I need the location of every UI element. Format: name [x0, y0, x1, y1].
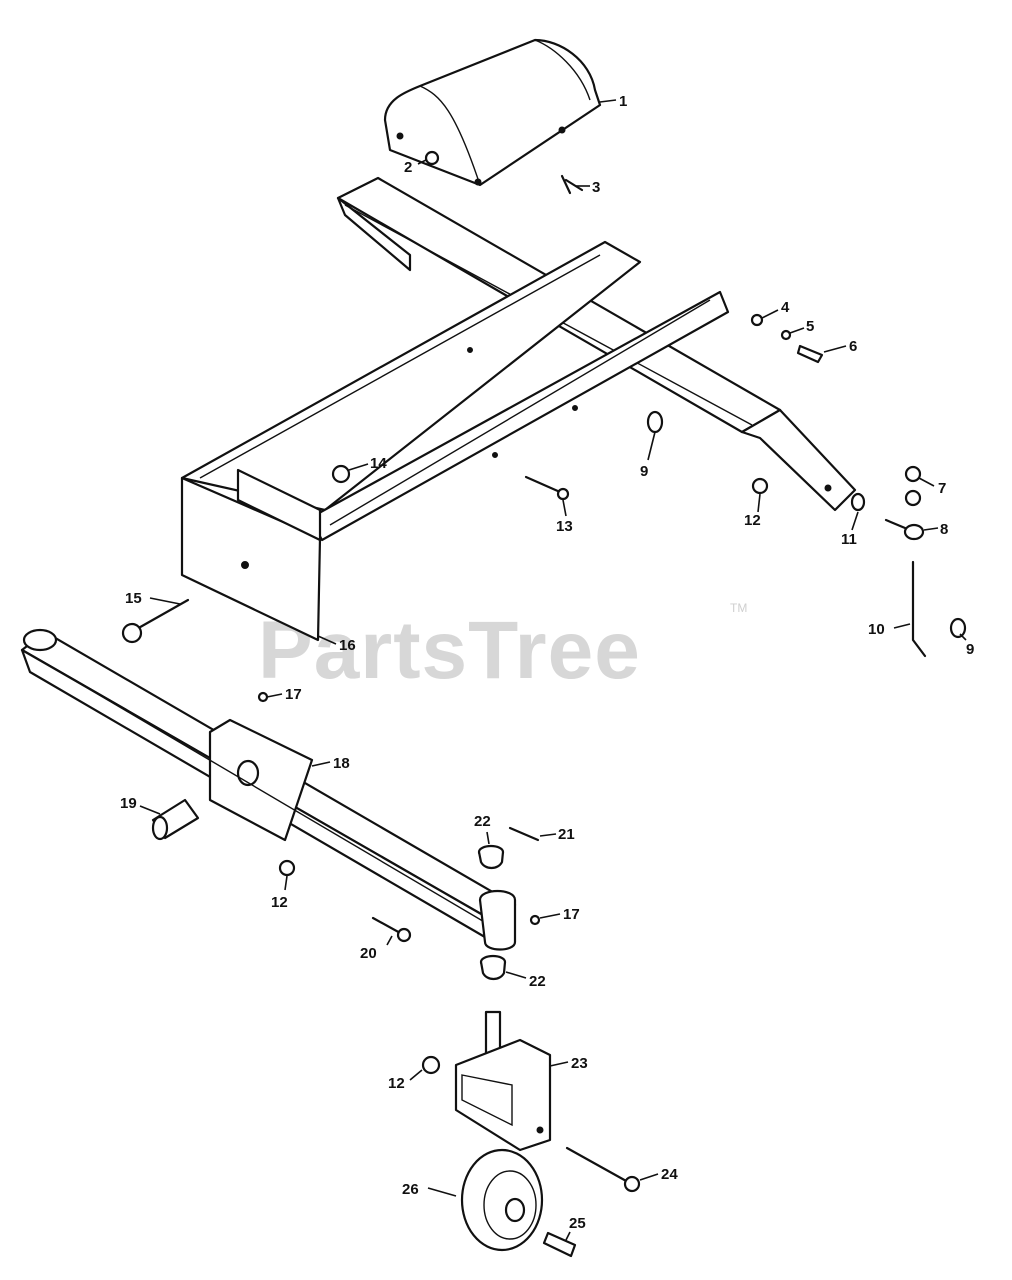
callout-19: 19: [120, 795, 137, 812]
callout-11: 11: [841, 531, 857, 548]
part-washer-5[interactable]: [780, 329, 792, 341]
part-cover[interactable]: [383, 38, 602, 187]
callout-7: 7: [938, 480, 946, 497]
callout-17a: 17: [285, 686, 302, 703]
callout-25: 25: [569, 1215, 586, 1232]
callout-22a: 22: [474, 813, 491, 830]
part-nut-4[interactable]: [750, 313, 764, 327]
callout-17b: 17: [563, 906, 580, 923]
callout-12b: 12: [271, 894, 288, 911]
part-pin-9b[interactable]: [949, 617, 967, 639]
callout-9b: 9: [966, 641, 974, 658]
part-eyebolt-8[interactable]: [884, 518, 925, 541]
callout-16: 16: [339, 637, 356, 654]
watermark-tm: TM: [730, 601, 747, 615]
callout-22b: 22: [529, 973, 546, 990]
leader-lines: [139, 99, 967, 1241]
part-bolt-24[interactable]: [565, 1146, 641, 1193]
callout-8: 8: [940, 521, 948, 538]
part-fitting-17a[interactable]: [257, 691, 269, 703]
part-fitting-17b[interactable]: [529, 914, 541, 926]
part-bearing-22b[interactable]: [479, 954, 507, 981]
callout-12c: 12: [388, 1075, 405, 1092]
part-nut-12b[interactable]: [278, 859, 296, 877]
part-bolt-6[interactable]: [796, 344, 824, 364]
part-axle-beam[interactable]: [20, 628, 517, 951]
part-rod-10[interactable]: [911, 560, 927, 658]
part-bolt-13[interactable]: [524, 475, 570, 501]
callout-24: 24: [661, 1166, 678, 1183]
callout-23: 23: [571, 1055, 588, 1072]
part-nut-2[interactable]: [424, 150, 440, 166]
callout-3: 3: [592, 179, 600, 196]
part-wheel-26[interactable]: [460, 1148, 544, 1252]
part-nut-12a[interactable]: [751, 477, 769, 495]
callout-5: 5: [806, 318, 814, 335]
callout-2: 2: [404, 159, 412, 176]
callout-1: 1: [619, 93, 627, 110]
callout-21: 21: [558, 826, 575, 843]
part-caster-fork[interactable]: [454, 1010, 552, 1152]
callout-12a: 12: [744, 512, 761, 529]
part-pin-9a[interactable]: [646, 410, 664, 434]
part-bolt-20[interactable]: [371, 916, 412, 943]
part-bearing-22a[interactable]: [477, 844, 505, 870]
callouts: 1 2 3 4 5 6 7 8 9 9 10 11 12 12 12 13 14…: [120, 93, 974, 1232]
part-nut-7a[interactable]: [904, 465, 922, 483]
part-main-frame[interactable]: [180, 240, 730, 642]
part-pin-21[interactable]: [508, 826, 540, 842]
callout-20: 20: [360, 945, 377, 962]
callout-6: 6: [849, 338, 857, 355]
part-nut-12c[interactable]: [421, 1055, 441, 1075]
part-spacer-25[interactable]: [542, 1231, 577, 1258]
part-nut-7b[interactable]: [904, 489, 922, 507]
callout-4: 4: [781, 299, 790, 316]
part-washer-11[interactable]: [850, 492, 866, 512]
callout-13: 13: [556, 518, 573, 535]
part-bolt-3[interactable]: [560, 174, 584, 195]
callout-26: 26: [402, 1181, 419, 1198]
part-nut-14[interactable]: [331, 464, 351, 484]
callout-10: 10: [868, 621, 885, 638]
callout-14: 14: [370, 455, 387, 472]
callout-9a: 9: [640, 463, 648, 480]
part-bushing-19[interactable]: [151, 798, 200, 841]
callout-15: 15: [125, 590, 142, 607]
watermark-text: PartsTree: [258, 605, 641, 696]
part-bolt-15[interactable]: [121, 598, 190, 644]
callout-18: 18: [333, 755, 350, 772]
